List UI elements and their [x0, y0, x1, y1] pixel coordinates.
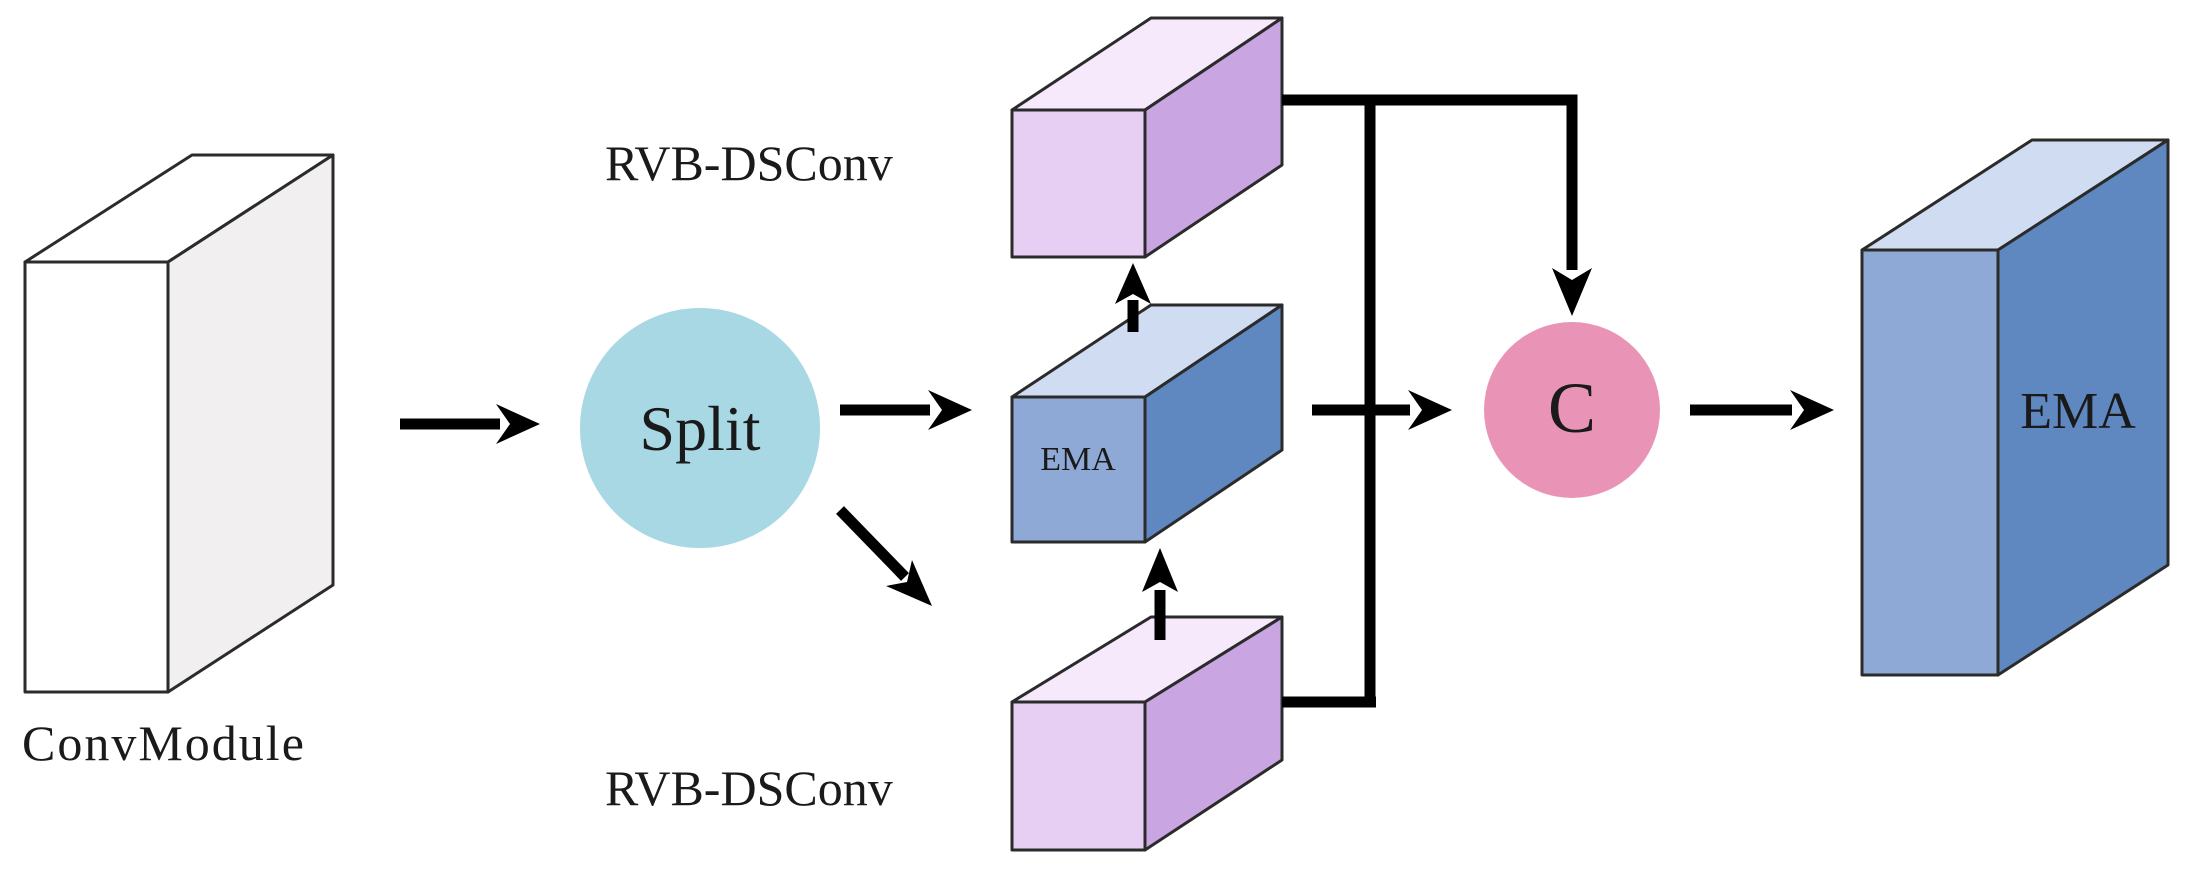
rvb-bottom-front-face — [1010, 700, 1147, 852]
rvb-dsconv-bottom-block — [1010, 615, 1284, 852]
concat-label: C — [1548, 368, 1596, 448]
arrow-head-ema-to-rvb-top — [1115, 263, 1151, 304]
rvb-dsconv-bottom-label: RVB-DSConv — [605, 760, 893, 816]
arrow-head-rvb-top-to-concat — [1552, 268, 1592, 316]
arrow-head-split-to-ema — [928, 390, 972, 430]
arrow-head-rvb-bottom-to-ema — [1142, 548, 1178, 592]
arrow-split-to-rvb-bottom — [836, 506, 909, 581]
ema-output-label: EMA — [2020, 383, 2136, 440]
flow-arrows — [400, 94, 1834, 708]
arrow-head-ema-to-concat — [1408, 390, 1452, 430]
arrow-head-concat-to-ema-output — [1790, 390, 1834, 430]
split-node — [580, 308, 820, 548]
rvb-top-front-face — [1010, 108, 1147, 259]
ema-output-block — [1860, 138, 2170, 677]
concat-node — [1484, 322, 1660, 498]
arrow-head-conv-to-split — [496, 404, 540, 444]
conv-module-front-face — [23, 260, 170, 694]
rvb-dsconv-top-label: RVB-DSConv — [605, 135, 893, 191]
ema-mid-label: EMA — [1040, 441, 1116, 478]
conv-module-label: ConvModule — [22, 715, 306, 771]
rvb-dsconv-top-block — [1010, 16, 1284, 259]
ema-mid-block — [1010, 303, 1284, 544]
arrow-head-split-to-rvb-bottom — [886, 560, 932, 606]
ema-out-front-face — [1860, 248, 2000, 677]
ema-mid-front-face — [1010, 395, 1147, 544]
conv-module-block — [23, 153, 335, 694]
split-label: Split — [640, 393, 761, 464]
arrow-rvb-top-to-concat — [1282, 94, 1578, 270]
